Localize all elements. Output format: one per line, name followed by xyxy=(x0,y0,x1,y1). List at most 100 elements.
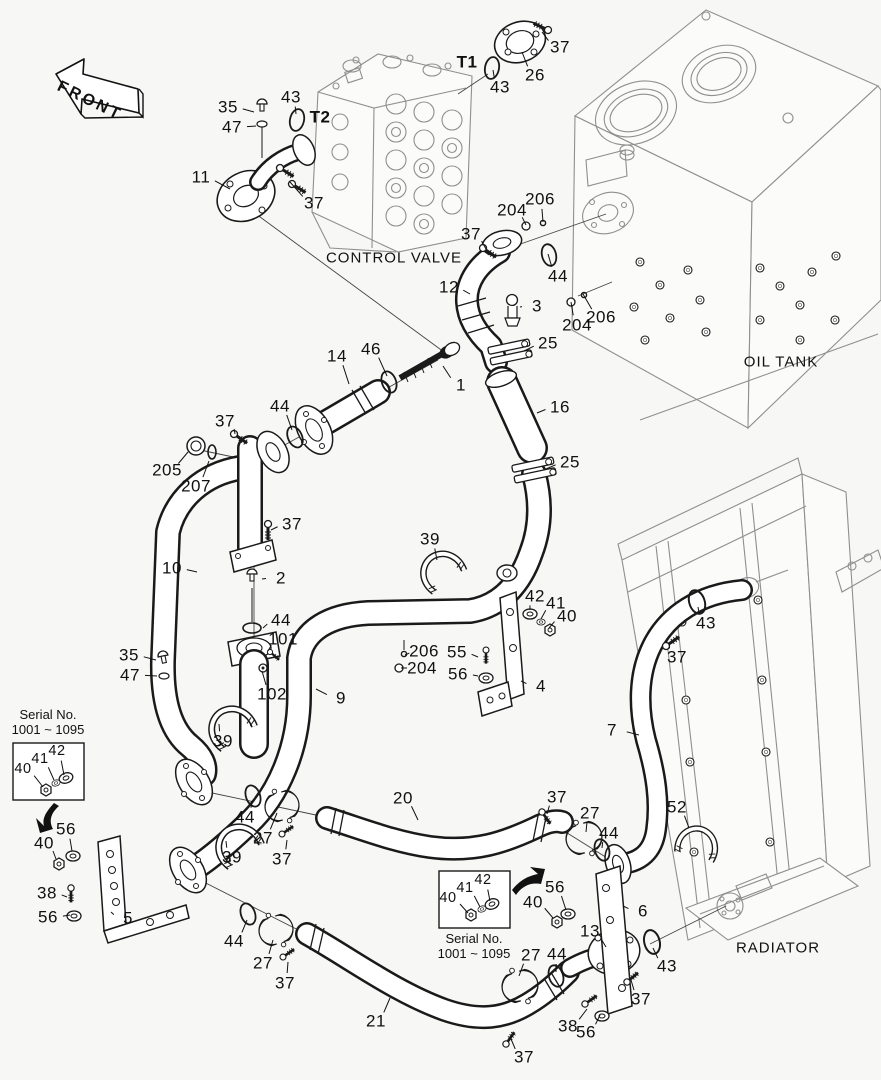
part-callout-204: 204 xyxy=(407,658,437,678)
leader-line-43 xyxy=(652,947,659,959)
leader-line-55 xyxy=(471,653,479,658)
part-callout-27: 27 xyxy=(253,828,273,848)
part-callout-41: 41 xyxy=(546,593,566,613)
leader-line-44 xyxy=(250,800,253,808)
serial-note-graphics xyxy=(12,742,545,929)
part-callout-t2: T2 xyxy=(309,107,331,127)
leader-line-4 xyxy=(520,680,527,685)
part-callout-40: 40 xyxy=(14,760,32,777)
leader-line-37 xyxy=(546,805,550,815)
part-callout-41: 41 xyxy=(456,879,474,896)
leader-line-27 xyxy=(268,939,274,954)
leader-line-37 xyxy=(481,240,487,250)
part-callout-47: 47 xyxy=(120,665,140,685)
part-callout-56: 56 xyxy=(448,664,468,684)
leader-line-43 xyxy=(697,606,700,615)
part-callout-37: 37 xyxy=(272,849,292,869)
part-callout-204: 204 xyxy=(562,315,592,335)
part-callout-206: 206 xyxy=(525,189,555,209)
part-callout-206: 206 xyxy=(586,307,616,327)
part-callout-43: 43 xyxy=(696,613,716,633)
part-callout-102: 102 xyxy=(257,684,287,704)
part-callout-56: 56 xyxy=(38,907,58,927)
leader-line-41 xyxy=(540,610,547,620)
leader-line-38 xyxy=(578,1008,588,1020)
leader-line-20 xyxy=(410,806,419,821)
radiator-drawing xyxy=(617,457,881,941)
leader-line-56 xyxy=(560,895,567,911)
leader-line-35 xyxy=(242,108,255,113)
part-callout-40: 40 xyxy=(523,892,543,912)
part-callout-46: 46 xyxy=(361,339,381,359)
leader-line-205 xyxy=(178,451,189,464)
leader-line-37 xyxy=(630,979,635,991)
leader-line-102 xyxy=(261,670,267,685)
leader-line-41 xyxy=(47,767,55,781)
part-callout-56: 56 xyxy=(545,877,565,897)
part-callout-44: 44 xyxy=(548,266,568,286)
part-callout-40: 40 xyxy=(557,606,577,626)
leader-line-56 xyxy=(69,838,73,852)
part-callout-35: 35 xyxy=(218,97,238,117)
part-callout-12: 12 xyxy=(439,277,459,297)
leader-line-40 xyxy=(33,775,44,788)
part-callout-27: 27 xyxy=(521,945,541,965)
leader-line-5 xyxy=(110,911,115,916)
part-callout-206: 206 xyxy=(409,641,439,661)
leader-line-44 xyxy=(547,253,553,268)
leader-line-206 xyxy=(582,293,593,310)
leader-line-37 xyxy=(541,31,549,41)
leader-line-44 xyxy=(286,414,293,431)
part-callout-42: 42 xyxy=(474,871,492,888)
part-callout-9: 9 xyxy=(336,688,346,708)
leader-line-27 xyxy=(518,963,525,977)
part-callout-44: 44 xyxy=(547,944,567,964)
leader-line-41 xyxy=(473,895,481,908)
part-callout-205: 205 xyxy=(152,460,182,480)
part-callout-39: 39 xyxy=(213,731,233,751)
part-callout-37: 37 xyxy=(547,787,567,807)
leader-line-37 xyxy=(668,642,671,649)
part-callout-14: 14 xyxy=(327,346,347,366)
part-callout-38: 38 xyxy=(558,1016,578,1036)
leader-line-42 xyxy=(60,760,65,776)
part-callout-207: 207 xyxy=(181,476,211,496)
leader-line-37 xyxy=(233,428,236,435)
leader-line-25 xyxy=(523,345,534,352)
leader-line-12 xyxy=(462,289,471,295)
leader-line-46 xyxy=(378,357,388,377)
leader-line-47 xyxy=(246,125,257,128)
serial-note-2: Serial No. 1001 ~ 1095 xyxy=(437,931,511,962)
radiator-label: RADIATOR xyxy=(735,939,821,957)
leader-line-42 xyxy=(487,889,491,902)
leader-line-37 xyxy=(510,1038,516,1050)
part-callout-3: 3 xyxy=(532,296,542,316)
leader-line-44 xyxy=(601,842,604,849)
leader-line-27 xyxy=(585,822,588,833)
part-callout-16: 16 xyxy=(550,397,570,417)
leader-line-11 xyxy=(214,180,231,190)
leader-line-204 xyxy=(570,301,574,316)
control-valve-drawing xyxy=(311,53,473,253)
part-callout-1: 1 xyxy=(456,375,466,395)
leader-line-47 xyxy=(144,674,158,677)
leader-lines xyxy=(33,31,700,1050)
part-callout-43: 43 xyxy=(657,956,677,976)
part-callout-52: 52 xyxy=(667,797,687,817)
part-callout-37: 37 xyxy=(667,647,687,667)
leader-line-9 xyxy=(315,688,328,696)
leader-line-27 xyxy=(269,812,278,830)
piping-drawing xyxy=(149,240,753,1030)
leader-line-56 xyxy=(595,1014,601,1025)
part-callout-13: 13 xyxy=(580,921,600,941)
leader-line-40 xyxy=(544,907,554,919)
part-callout-2: 2 xyxy=(276,568,286,588)
leader-line-43 xyxy=(294,106,297,115)
part-callout-56: 56 xyxy=(576,1022,596,1042)
leader-line-40 xyxy=(52,850,57,860)
part-callout-39: 39 xyxy=(222,847,242,867)
serial-note-line2: 1001 ~ 1095 xyxy=(437,945,511,961)
part-callout-37: 37 xyxy=(631,989,651,1009)
leader-line-25 xyxy=(545,464,556,470)
serial-note-line1: Serial No. xyxy=(19,707,77,722)
